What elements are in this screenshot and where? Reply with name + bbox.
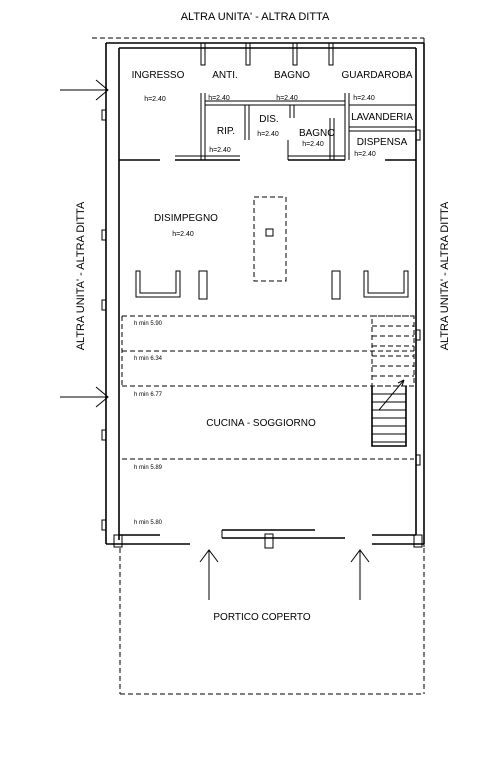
height-rip: h=2.40 [209,147,231,154]
right-neighbor-label: ALTRA UNITA' - ALTRA DITTA [439,201,451,350]
height-lines [121,315,414,460]
portico-arrow-left [199,549,219,600]
room-label-portico: PORTICO COPERTO [213,612,310,623]
height-bagno: h=2.40 [276,95,298,102]
height-min-3: h min 6.77 [134,392,163,398]
top-neighbor-label: ALTRA UNITA' - ALTRA DITTA [181,11,330,23]
room-label-lavanderia: LAVANDERIA [351,112,413,123]
room-label-guardaroba: GUARDAROBA [341,70,412,81]
left-neighbor-label: ALTRA UNITA' - ALTRA DITTA [75,201,87,350]
portico-arrow-right [350,549,370,600]
room-label-anti: ANTI. [212,70,238,81]
staircase [371,315,415,447]
height-min-5: h min 5.80 [134,520,163,526]
left-entry-arrow-top [60,79,109,101]
height-min-4: h min 5.89 [134,465,163,471]
height-min-1: h min 5.90 [134,321,163,327]
entry-arrows [60,79,370,600]
room-label-rip: RIP. [217,126,235,137]
height-dispensa: h=2.40 [354,151,376,158]
room-label-disimpegno: DISIMPEGNO [154,213,218,224]
skylight-outline [253,196,287,282]
room-label-bagno: BAGNO [274,70,310,81]
height-anti: h=2.40 [208,95,230,102]
height-bagno-2: h=2.40 [302,141,324,148]
interior-partitions [119,42,416,161]
left-entry-arrow-bottom [60,386,109,408]
exterior-walls [101,42,425,549]
room-label-dis: DIS. [259,114,278,125]
height-min-2: h min 6.34 [134,356,163,362]
height-ingresso: h=2.40 [144,96,166,103]
room-label-cucina-soggiorno: CUCINA - SOGGIORNO [206,418,316,429]
height-dis: h=2.40 [257,131,279,138]
height-guardaroba: h=2.40 [353,95,375,102]
room-label-dispensa: DISPENSA [357,137,408,148]
room-label-bagno-2: BAGNO [299,128,335,139]
room-label-ingresso: INGRESSO [132,70,185,81]
skylight-center [265,228,274,237]
height-disimpegno: h=2.40 [172,231,194,238]
pillars [135,270,409,300]
